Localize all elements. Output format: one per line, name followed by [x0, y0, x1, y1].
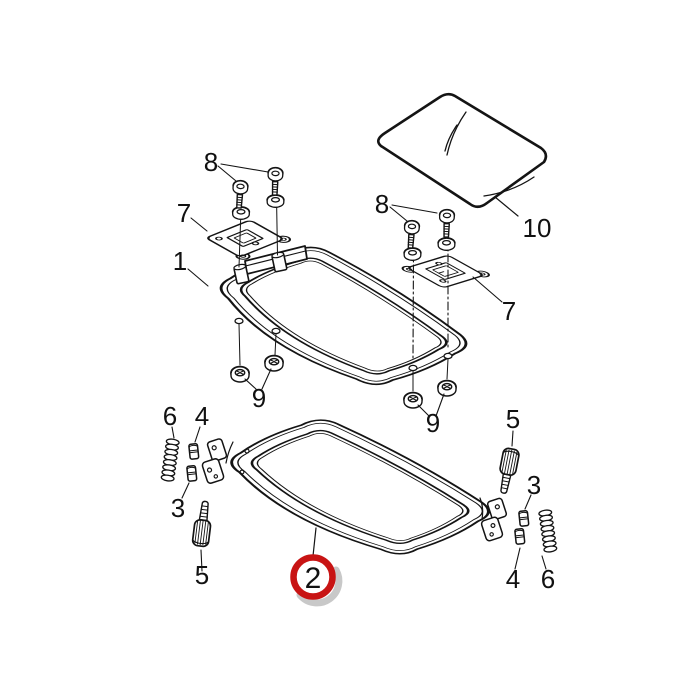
- nuts-right: [403, 358, 457, 417]
- thumb-screw: [494, 446, 521, 496]
- lower-frame: [230, 419, 490, 555]
- highlight-callout-2: [290, 527, 343, 607]
- small-parts-left: [160, 426, 215, 572]
- leader-line-1: [187, 268, 209, 287]
- pin: [517, 509, 530, 528]
- corner-fittings-left: [201, 438, 250, 484]
- callout-5-right: 5: [506, 404, 520, 434]
- callout-9-left: 9: [252, 383, 266, 413]
- corner-fittings-right: [479, 497, 508, 542]
- leader-line-8-left: [217, 163, 269, 182]
- washer: [437, 237, 456, 252]
- callout-3-left: 3: [171, 493, 185, 523]
- callout-2: 2: [305, 562, 322, 595]
- hinge-bracket-left: [207, 220, 292, 260]
- callout-1: 1: [173, 246, 187, 276]
- leader-line-6-left: [171, 426, 175, 439]
- screw: [402, 219, 421, 250]
- stud-bumps: [234, 317, 453, 372]
- leader-line-7-right: [472, 276, 503, 303]
- upper-frame: [219, 246, 468, 386]
- hinge-bracket-right: [401, 255, 490, 288]
- screw: [438, 208, 456, 239]
- callout-7-left: 7: [177, 198, 191, 228]
- callout-7-right: 7: [502, 296, 516, 326]
- callout-10: 10: [523, 213, 552, 243]
- leader-line-4-left: [194, 426, 201, 443]
- callout-6-right: 6: [541, 564, 555, 594]
- thumb-screw: [191, 499, 215, 548]
- leader-line-3-right: [524, 494, 532, 510]
- leader-line-8-right: [389, 204, 438, 222]
- callout-8-left: 8: [204, 147, 218, 177]
- callout-6-left: 6: [163, 401, 177, 431]
- callout-9-right: 9: [426, 408, 440, 438]
- leader-line-3-left: [181, 482, 190, 499]
- washer: [403, 247, 422, 262]
- leader-line-6-right: [541, 555, 547, 570]
- callout-3-right: 3: [527, 470, 541, 500]
- glass-reflection: [446, 111, 467, 156]
- nuts-left: [230, 323, 284, 390]
- spring: [160, 437, 181, 483]
- screw: [266, 166, 284, 197]
- glass-reflection: [444, 124, 458, 152]
- leader-line-2: [312, 527, 317, 557]
- axis-line-right: [412, 237, 449, 359]
- pin: [187, 442, 200, 461]
- leader-line-5-left: [200, 549, 203, 572]
- callout-4-left: 4: [195, 401, 209, 431]
- leader-line-7-left: [190, 217, 208, 232]
- highlight-ring: [290, 554, 336, 600]
- callout-5-left: 5: [195, 560, 209, 590]
- callout-4-right: 4: [506, 564, 520, 594]
- screw: [230, 179, 250, 210]
- callout-8-right: 8: [375, 189, 389, 219]
- washer: [231, 206, 251, 221]
- leader-line-10: [494, 196, 519, 217]
- small-parts-right: [494, 430, 558, 570]
- pin: [513, 527, 526, 546]
- highlight-shadow: [296, 566, 343, 607]
- leader-line-4-right: [514, 547, 521, 570]
- washer: [266, 194, 285, 209]
- glass-panel: [376, 92, 548, 217]
- spring: [537, 508, 558, 554]
- hinge-mount-block: [233, 245, 308, 285]
- pin: [185, 464, 198, 483]
- leader-line-5-right: [511, 430, 514, 447]
- glass-reflection: [483, 176, 535, 197]
